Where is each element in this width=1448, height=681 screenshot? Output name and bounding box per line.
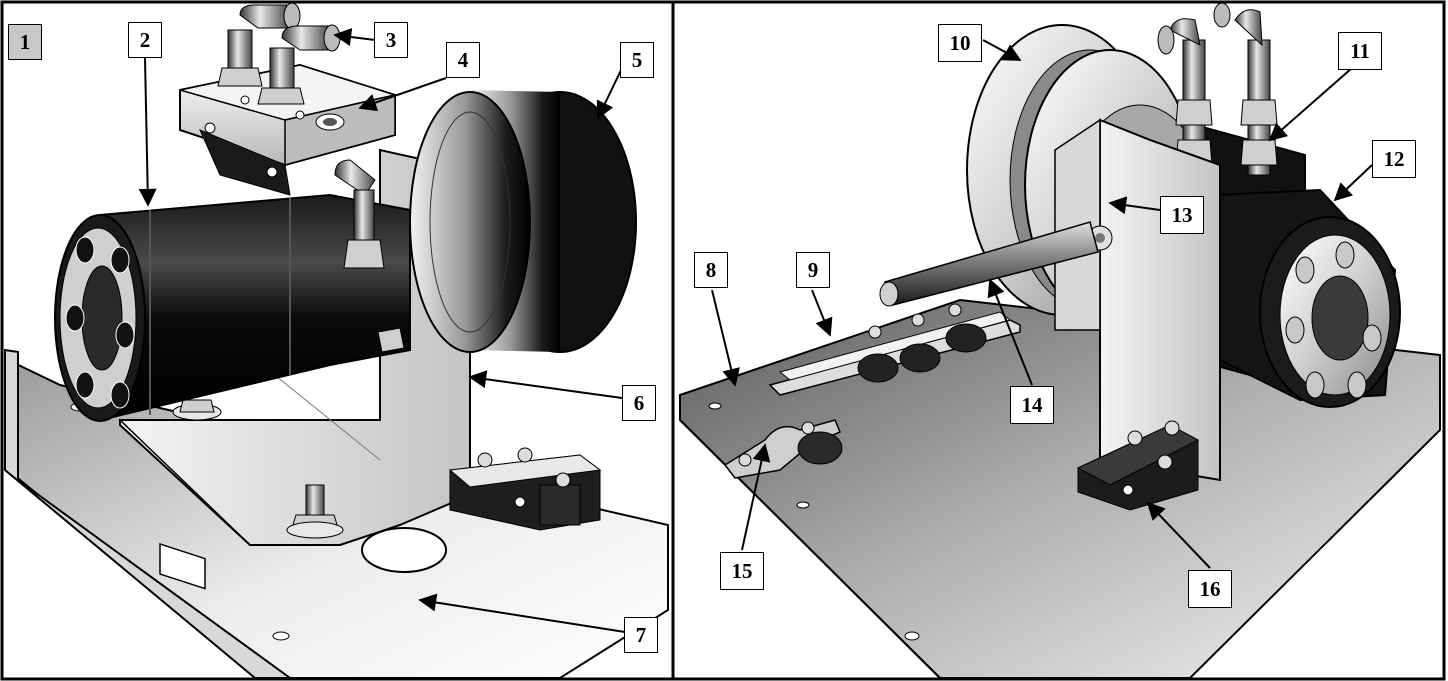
valve-block: [179, 63, 398, 196]
right-panel-illustration: [679, 2, 1441, 679]
callout-14: 14: [1010, 386, 1054, 424]
callout-3: 3: [374, 22, 408, 58]
guide-channel: [768, 303, 1021, 396]
clamp-block: [448, 447, 602, 531]
callout-12: 12: [1372, 140, 1416, 178]
callout-7: 7: [624, 617, 658, 653]
side-elbow-fitting: [334, 159, 385, 269]
elbow-fitting: [217, 2, 301, 87]
callout-16: 16: [1188, 570, 1232, 608]
callout-13: 13: [1160, 196, 1204, 234]
front-flange: [4, 348, 294, 679]
roller-clip: [723, 419, 843, 479]
callout-5: 5: [620, 42, 654, 78]
callout-8: 8: [694, 252, 728, 288]
left-panel-illustration: [4, 2, 669, 679]
clamp-block: [1076, 420, 1200, 511]
plate-hole: [272, 631, 290, 641]
plate-bolt: [286, 484, 344, 539]
view-label: 1: [8, 24, 42, 60]
callout-10: 10: [938, 24, 982, 62]
leader-lines: [138, 28, 1373, 633]
plate-large-hole: [361, 527, 447, 573]
side-bolt: [377, 327, 405, 353]
callout-11: 11: [1338, 32, 1382, 70]
roller: [857, 323, 987, 383]
callout-2: 2: [128, 22, 162, 58]
callout-4: 4: [446, 42, 480, 78]
callout-15: 15: [720, 552, 764, 590]
plate-bolt: [172, 399, 222, 421]
motor-housing: [1194, 123, 1401, 408]
callout-9: 9: [796, 252, 830, 288]
flange-slot: [159, 542, 206, 590]
callout-6: 6: [622, 385, 656, 421]
guide-rod: [879, 221, 1099, 307]
drum-5: [409, 90, 637, 353]
hydraulic-cylinder: [54, 193, 411, 422]
